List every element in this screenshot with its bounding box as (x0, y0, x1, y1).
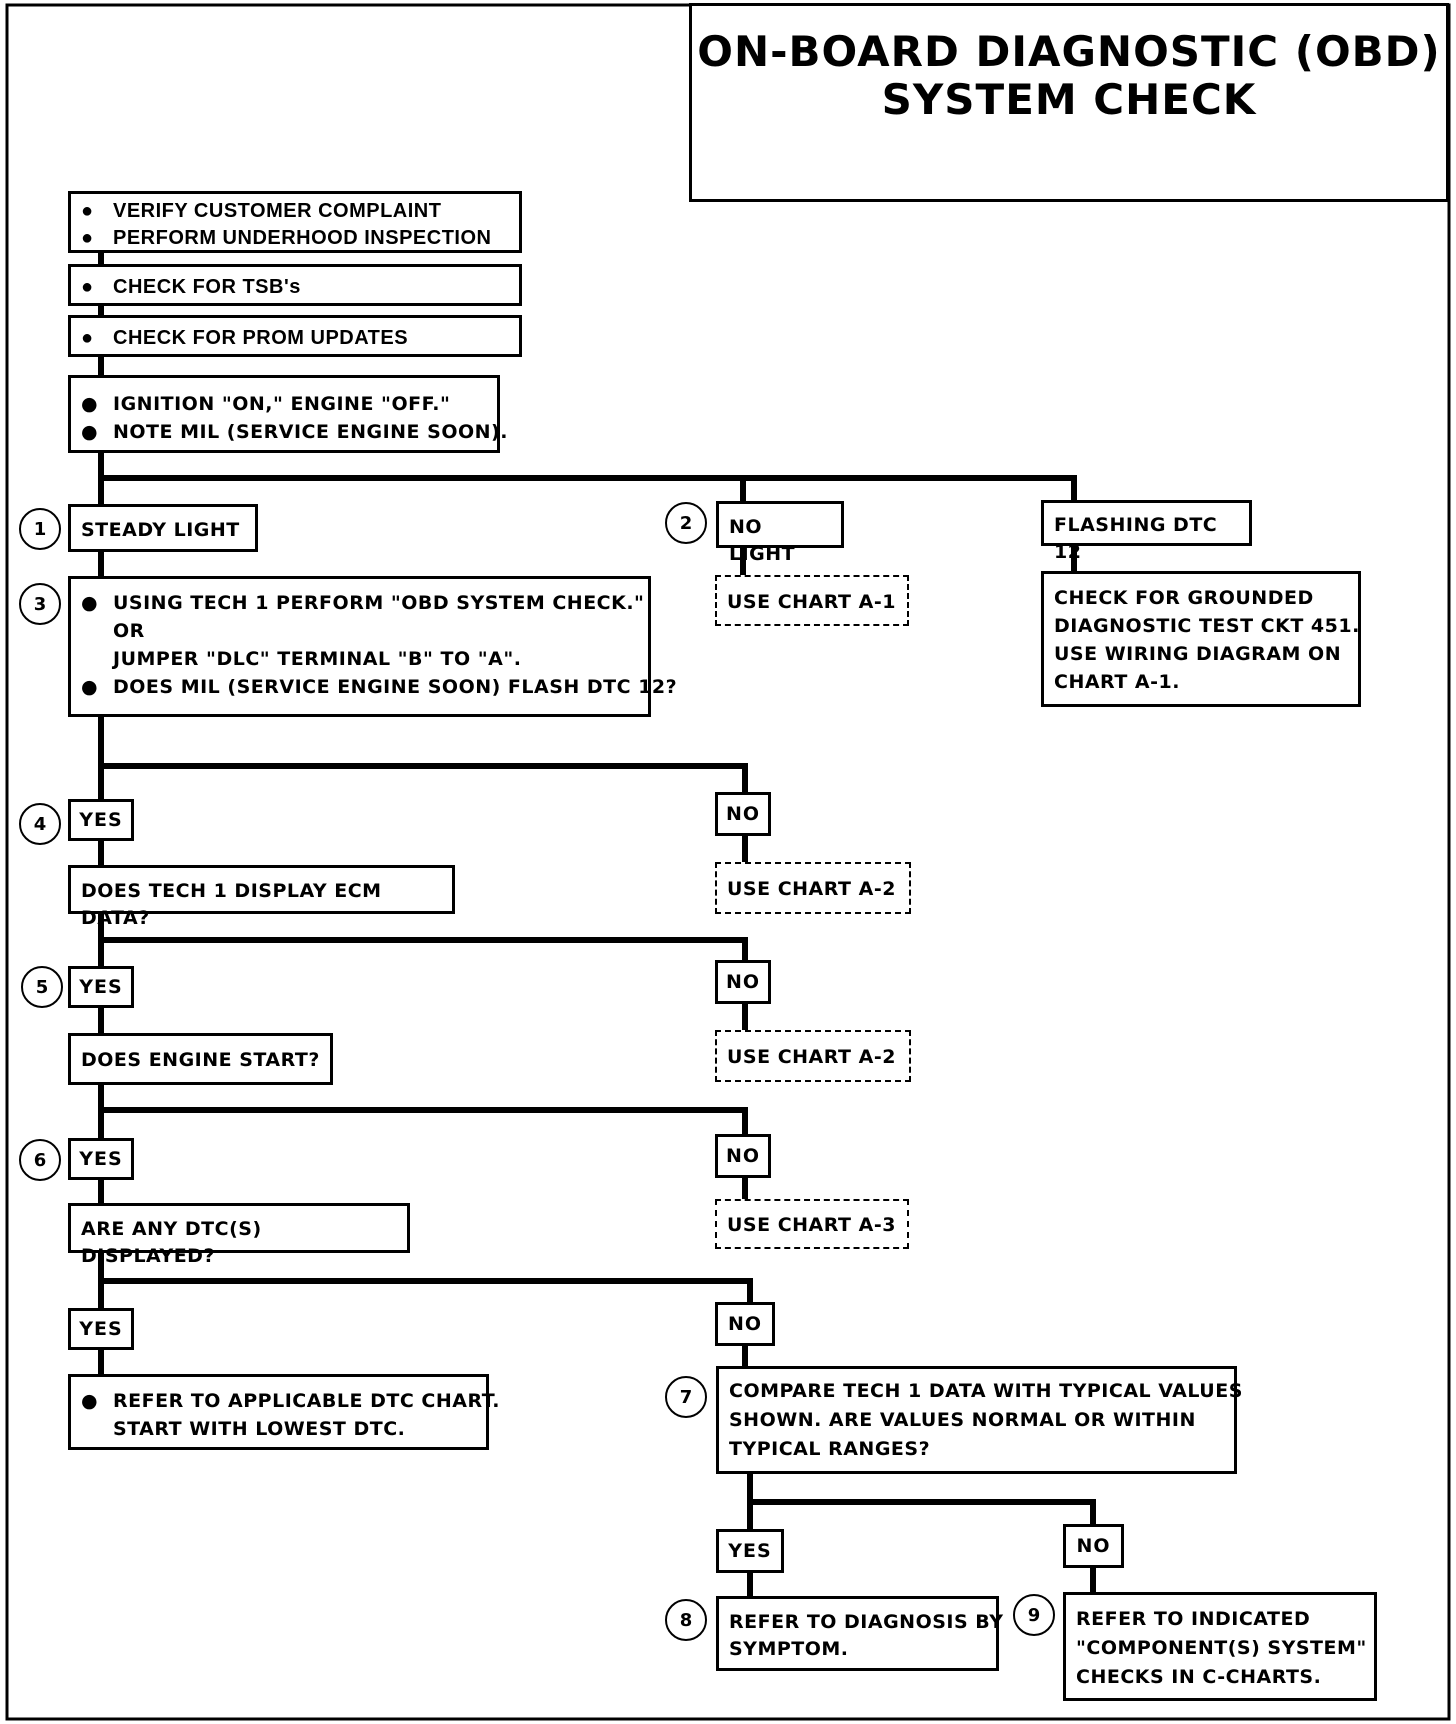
ignition-line-2: NOTE MIL (SERVICE ENGINE SOON). (113, 421, 508, 443)
use-chart-a2-box: USE CHART A-2 (715, 862, 911, 914)
dtc-displayed-box: ARE ANY DTC(S) DISPLAYED? (68, 1203, 410, 1267)
step-number-4: 4 (19, 803, 61, 845)
yes-label: YES (716, 1529, 784, 1573)
step-number-9: 9 (1013, 1594, 1055, 1636)
ignition-line-1: IGNITION "ON," ENGINE "OFF." (113, 393, 451, 415)
no-label: NO (1063, 1524, 1124, 1568)
title-box: ON-BOARD DIAGNOSTIC (OBD) SYSTEM CHECK (689, 3, 1449, 202)
step-number-8: 8 (665, 1599, 707, 1641)
step-number-6: 6 (19, 1139, 61, 1181)
use-chart-a3-box: USE CHART A-3 (715, 1199, 909, 1249)
flashing-dtc-text: FLASHING DTC 12 (1054, 514, 1218, 563)
ecm-data-text: DOES TECH 1 DISPLAY ECM DATA? (81, 880, 382, 929)
ignition-box: ● IGNITION "ON," ENGINE "OFF." ● NOTE MIL … (68, 375, 507, 453)
step-number-1: 1 (19, 508, 61, 550)
connector (98, 937, 748, 971)
bullet-icon: ● (81, 1390, 99, 1412)
no-light-box: NO LIGHT (716, 501, 844, 565)
connector (98, 763, 748, 798)
refer-component-box: REFER TO INDICATED "COMPONENT(S) SYSTEM"… (1063, 1592, 1377, 1701)
ecm-data-box: DOES TECH 1 DISPLAY ECM DATA? (68, 865, 455, 929)
steady-light-text: STEADY LIGHT (81, 519, 240, 541)
tsb-text: CHECK FOR TSB's (113, 276, 301, 298)
connector (98, 1107, 748, 1141)
refer-symptom-box: REFER TO DIAGNOSIS BY SYMPTOM. (716, 1596, 1003, 1671)
yes-label: YES (68, 1308, 134, 1350)
bullet-icon: ● (81, 393, 99, 415)
refer-dtc-box: ●REFER TO APPLICABLE DTC CHART. START WI… (68, 1374, 500, 1450)
verify-box: ●VERIFY CUSTOMER COMPLAINT ●PERFORM UNDE… (68, 191, 522, 253)
bullet-icon: ● (81, 421, 99, 443)
step-number-3: 3 (19, 583, 61, 625)
yes-label: YES (68, 966, 134, 1008)
no-label: NO (715, 1134, 771, 1178)
obd-check-box: ●USING TECH 1 PERFORM "OBD SYSTEM CHECK.… (68, 576, 677, 717)
use-chart-a1-box: USE CHART A-1 (715, 575, 909, 626)
use-chart-a2-text: USE CHART A-2 (727, 1046, 896, 1068)
yes-label: YES (68, 799, 134, 841)
verify-item: ●PERFORM UNDERHOOD INSPECTION (81, 225, 509, 252)
yes-label: YES (68, 1138, 134, 1180)
tsb-box: ● CHECK FOR TSB's (68, 264, 522, 306)
bullet-icon: ● (81, 276, 94, 298)
use-chart-a1-text: USE CHART A-1 (727, 591, 896, 613)
steady-light-box: STEADY LIGHT (68, 504, 258, 552)
engine-start-text: DOES ENGINE START? (81, 1049, 320, 1071)
bullet-icon: ● (81, 676, 99, 698)
step-number-2: 2 (665, 502, 707, 544)
bullet-icon: ● (81, 592, 99, 614)
dtc-displayed-text: ARE ANY DTC(S) DISPLAYED? (81, 1218, 262, 1267)
title-line-1: ON-BOARD DIAGNOSTIC (OBD) (697, 27, 1441, 76)
prom-box: ● CHECK FOR PROM UPDATES (68, 315, 522, 357)
flashing-dtc-box: FLASHING DTC 12 (1041, 500, 1252, 563)
connector (747, 1499, 1096, 1533)
engine-start-box: DOES ENGINE START? (68, 1033, 333, 1085)
connector (98, 1278, 753, 1313)
no-label: NO (715, 792, 771, 836)
prom-text: CHECK FOR PROM UPDATES (113, 327, 409, 349)
bullet-icon: ● (81, 200, 94, 222)
step-number-7: 7 (665, 1376, 707, 1418)
use-chart-a2-text: USE CHART A-2 (727, 878, 896, 900)
step-number-5: 5 (21, 966, 63, 1008)
no-label: NO (715, 1302, 775, 1346)
verify-item: ●VERIFY CUSTOMER COMPLAINT (81, 198, 509, 225)
use-chart-a2-box-2: USE CHART A-2 (715, 1030, 911, 1082)
no-light-text: NO LIGHT (729, 516, 796, 565)
bullet-icon: ● (81, 227, 94, 249)
compare-box: COMPARE TECH 1 DATA WITH TYPICAL VALUES … (716, 1366, 1242, 1474)
connector (98, 475, 1077, 505)
use-chart-a3-text: USE CHART A-3 (727, 1214, 896, 1236)
title-line-2: SYSTEM CHECK (881, 75, 1257, 125)
grounded-box: CHECK FOR GROUNDED DIAGNOSTIC TEST CKT 4… (1041, 571, 1361, 707)
bullet-icon: ● (81, 327, 94, 349)
no-label: NO (715, 960, 771, 1004)
